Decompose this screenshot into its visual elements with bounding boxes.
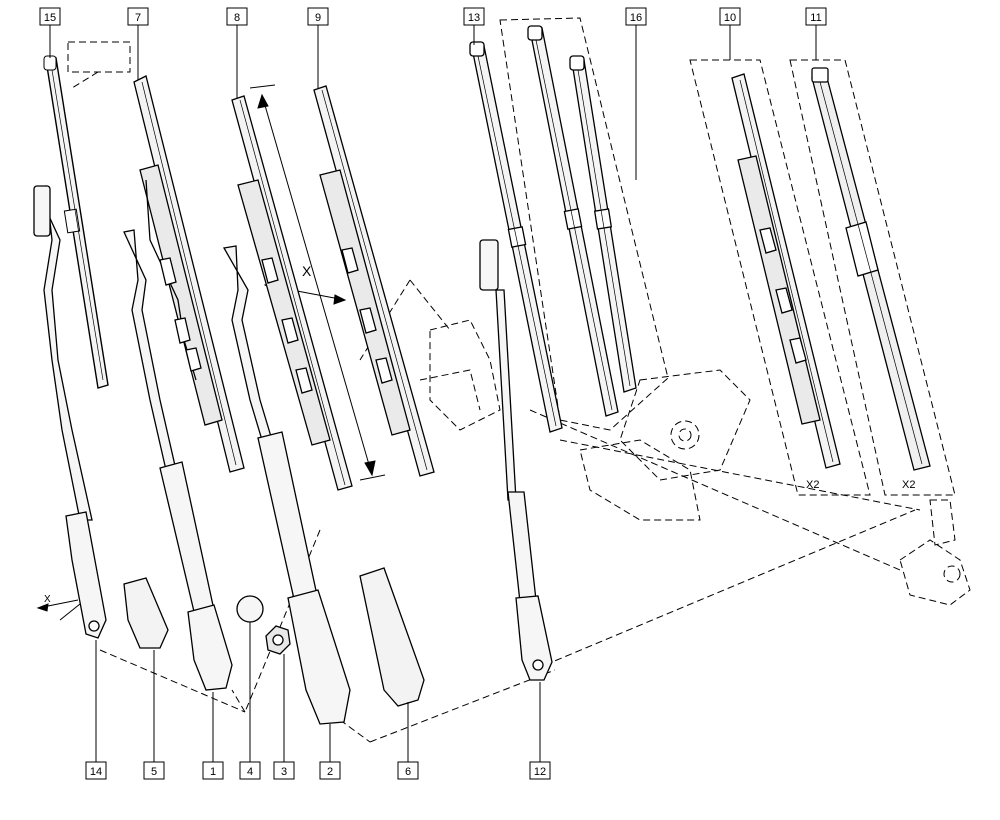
wiper-arm-14 xyxy=(33,185,107,639)
wiper-blade-16a xyxy=(527,25,619,417)
svg-text:7: 7 xyxy=(135,12,141,24)
svg-text:14: 14 xyxy=(90,766,102,778)
svg-text:1: 1 xyxy=(210,766,216,778)
cap-4 xyxy=(236,595,264,623)
svg-text:2: 2 xyxy=(327,766,333,778)
callout-12: 12 xyxy=(529,761,551,780)
svg-text:3: 3 xyxy=(281,766,287,778)
quantity-label-11: X2 xyxy=(902,479,915,491)
dimension-x-small-label: X xyxy=(44,594,51,605)
callout-7: 7 xyxy=(127,7,149,26)
wiper-arm-12 xyxy=(479,239,553,681)
wiper-blade-11 xyxy=(811,67,931,471)
svg-text:4: 4 xyxy=(247,766,253,778)
callout-2: 2 xyxy=(319,761,341,780)
svg-text:13: 13 xyxy=(468,12,480,24)
wiper-blade-8 xyxy=(231,95,353,491)
callout-11: 11 xyxy=(805,7,827,26)
svg-text:16: 16 xyxy=(630,12,642,24)
svg-text:11: 11 xyxy=(810,12,821,24)
callout-leaders xyxy=(49,25,817,762)
quantity-label-10: X2 xyxy=(806,479,819,491)
cover-6 xyxy=(359,567,425,707)
wiper-arm-1 xyxy=(123,229,233,691)
wiper-blade-9 xyxy=(313,85,435,477)
callout-9: 9 xyxy=(307,7,329,26)
callout-8: 8 xyxy=(226,7,248,26)
callout-1: 1 xyxy=(202,761,224,780)
wiper-blade-15 xyxy=(43,55,109,389)
svg-text:5: 5 xyxy=(151,766,157,778)
wiper-blade-16b xyxy=(569,55,637,393)
callout-4: 4 xyxy=(239,761,261,780)
svg-text:15: 15 xyxy=(44,12,56,24)
wiper-arm-2 xyxy=(222,245,351,725)
svg-text:9: 9 xyxy=(315,12,321,24)
wiper-blade-10 xyxy=(731,73,841,469)
svg-text:6: 6 xyxy=(405,766,411,778)
svg-text:10: 10 xyxy=(724,12,736,24)
dimension-x-label: X xyxy=(302,263,312,279)
svg-text:8: 8 xyxy=(234,12,240,24)
dimension-x: X X xyxy=(36,84,386,621)
wiper-blade-13 xyxy=(469,41,563,433)
callout-14: 14 xyxy=(85,761,107,780)
callout-10: 10 xyxy=(719,7,741,26)
callout-15: 15 xyxy=(39,7,61,26)
callout-16: 16 xyxy=(625,7,647,26)
nut-3 xyxy=(265,625,291,655)
callout-6: 6 xyxy=(397,761,419,780)
cover-5 xyxy=(123,577,169,649)
callout-13: 13 xyxy=(463,7,485,26)
wiper-blade-7 xyxy=(133,75,245,473)
callout-5: 5 xyxy=(143,761,165,780)
callout-3: 3 xyxy=(273,761,295,780)
svg-text:12: 12 xyxy=(534,766,546,778)
